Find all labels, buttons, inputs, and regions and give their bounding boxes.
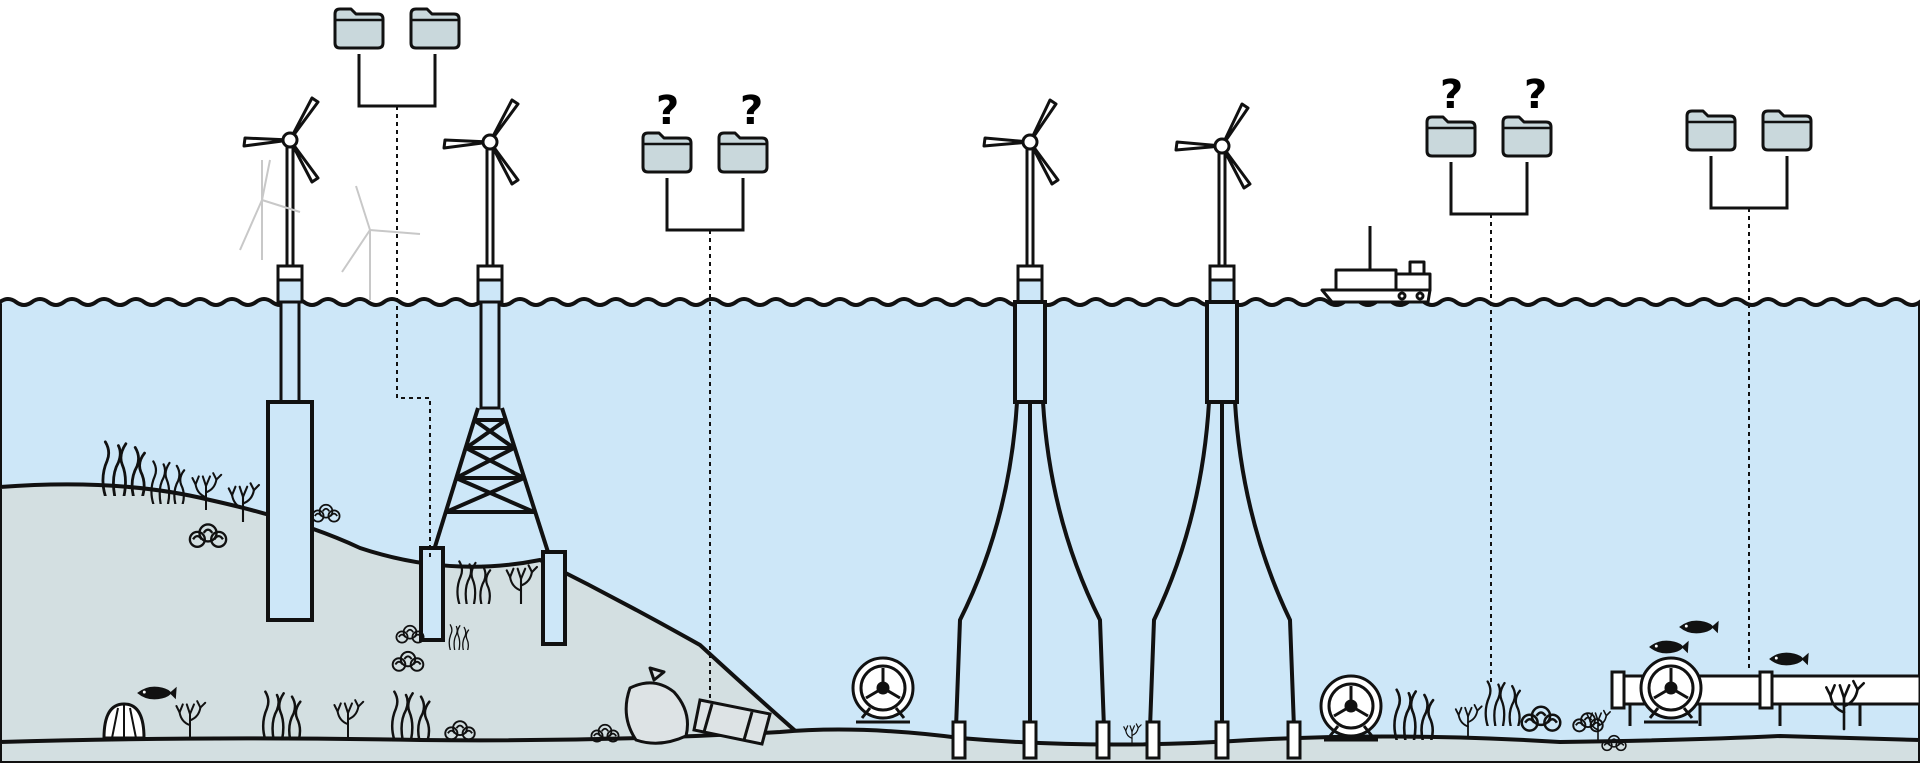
folder-icon bbox=[409, 7, 461, 50]
question-mark: ? bbox=[656, 88, 679, 134]
wind-turbine-icon bbox=[982, 98, 1060, 186]
barrel-icon bbox=[692, 698, 772, 746]
folder-icon bbox=[641, 131, 693, 174]
wind-turbine-icon bbox=[242, 96, 320, 184]
folder-group-2: ? ? bbox=[641, 88, 769, 716]
decommissioned-turbine-ghost bbox=[239, 159, 421, 300]
ship-icon bbox=[1320, 226, 1432, 304]
folder-group-4 bbox=[1685, 109, 1813, 672]
folder-icon bbox=[333, 7, 385, 50]
shell-icon bbox=[102, 702, 146, 740]
question-mark: ? bbox=[1440, 72, 1463, 118]
wind-turbine-icon bbox=[1174, 102, 1252, 190]
tripod-turbine-1 bbox=[951, 98, 1111, 760]
seabed-slope bbox=[0, 482, 802, 763]
folder-icon bbox=[717, 131, 769, 174]
garbage-bag-icon bbox=[624, 666, 689, 745]
folder-icon bbox=[1425, 115, 1477, 158]
folder-group-3: ? ? bbox=[1425, 72, 1553, 686]
folder-group-1 bbox=[333, 7, 461, 560]
monopile-turbine bbox=[242, 96, 320, 622]
folder-icon bbox=[1501, 115, 1553, 158]
folder-icon bbox=[1761, 109, 1813, 152]
folder-icon bbox=[1685, 109, 1737, 152]
question-mark: ? bbox=[1524, 72, 1547, 118]
wind-turbine-icon bbox=[442, 98, 520, 186]
tripod-turbine-2 bbox=[1145, 102, 1302, 760]
jacket-turbine bbox=[419, 98, 567, 646]
question-mark: ? bbox=[740, 88, 763, 134]
